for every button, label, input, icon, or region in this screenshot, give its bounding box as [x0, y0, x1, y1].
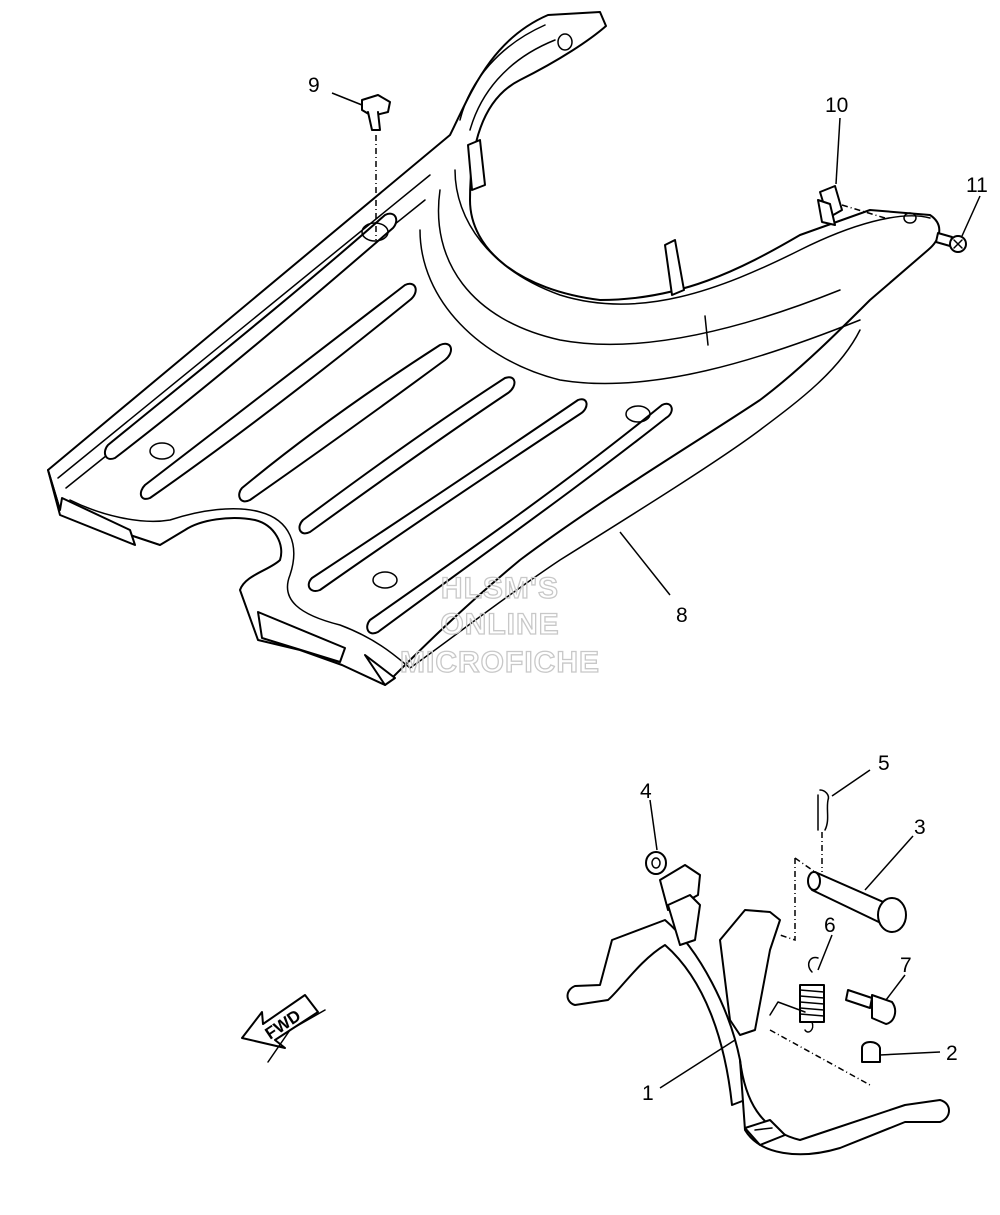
callout-2: 2: [946, 1042, 958, 1065]
main-stand: [566, 864, 950, 1156]
watermark: HLSM'S ONLINE MICROFICHE: [399, 571, 600, 679]
callout-5: 5: [878, 752, 890, 775]
leader-lines: [331, 92, 981, 1089]
spring-6: [799, 956, 825, 1033]
callout-7: 7: [900, 954, 912, 977]
callout-9: 9: [308, 74, 320, 97]
fwd-arrow-icon: FWD: [241, 994, 326, 1063]
cotter-pin-5: [817, 789, 830, 872]
callout-8: 8: [676, 604, 688, 627]
washer-4: [645, 851, 667, 875]
watermark-line-3: MICROFICHE: [400, 646, 600, 679]
footrest-board: [47, 11, 941, 686]
stopper-2: [861, 1041, 881, 1063]
bolt-9: [361, 94, 391, 240]
callout-11: 11: [966, 174, 988, 197]
callout-10: 10: [825, 94, 848, 117]
callout-3: 3: [914, 816, 926, 839]
clip-nut-10: [817, 185, 886, 226]
watermark-line-1: HLSM'S: [441, 572, 559, 605]
bolt-7: [769, 989, 897, 1025]
callout-6: 6: [824, 914, 836, 937]
callout-4: 4: [640, 780, 652, 803]
assembly-line-a: [779, 857, 816, 942]
screw-11: [935, 232, 967, 253]
assembly-line-b: [769, 1029, 871, 1086]
callout-1: 1: [642, 1082, 654, 1105]
pivot-shaft-3: [807, 871, 907, 933]
watermark-line-2: ONLINE: [440, 608, 559, 641]
